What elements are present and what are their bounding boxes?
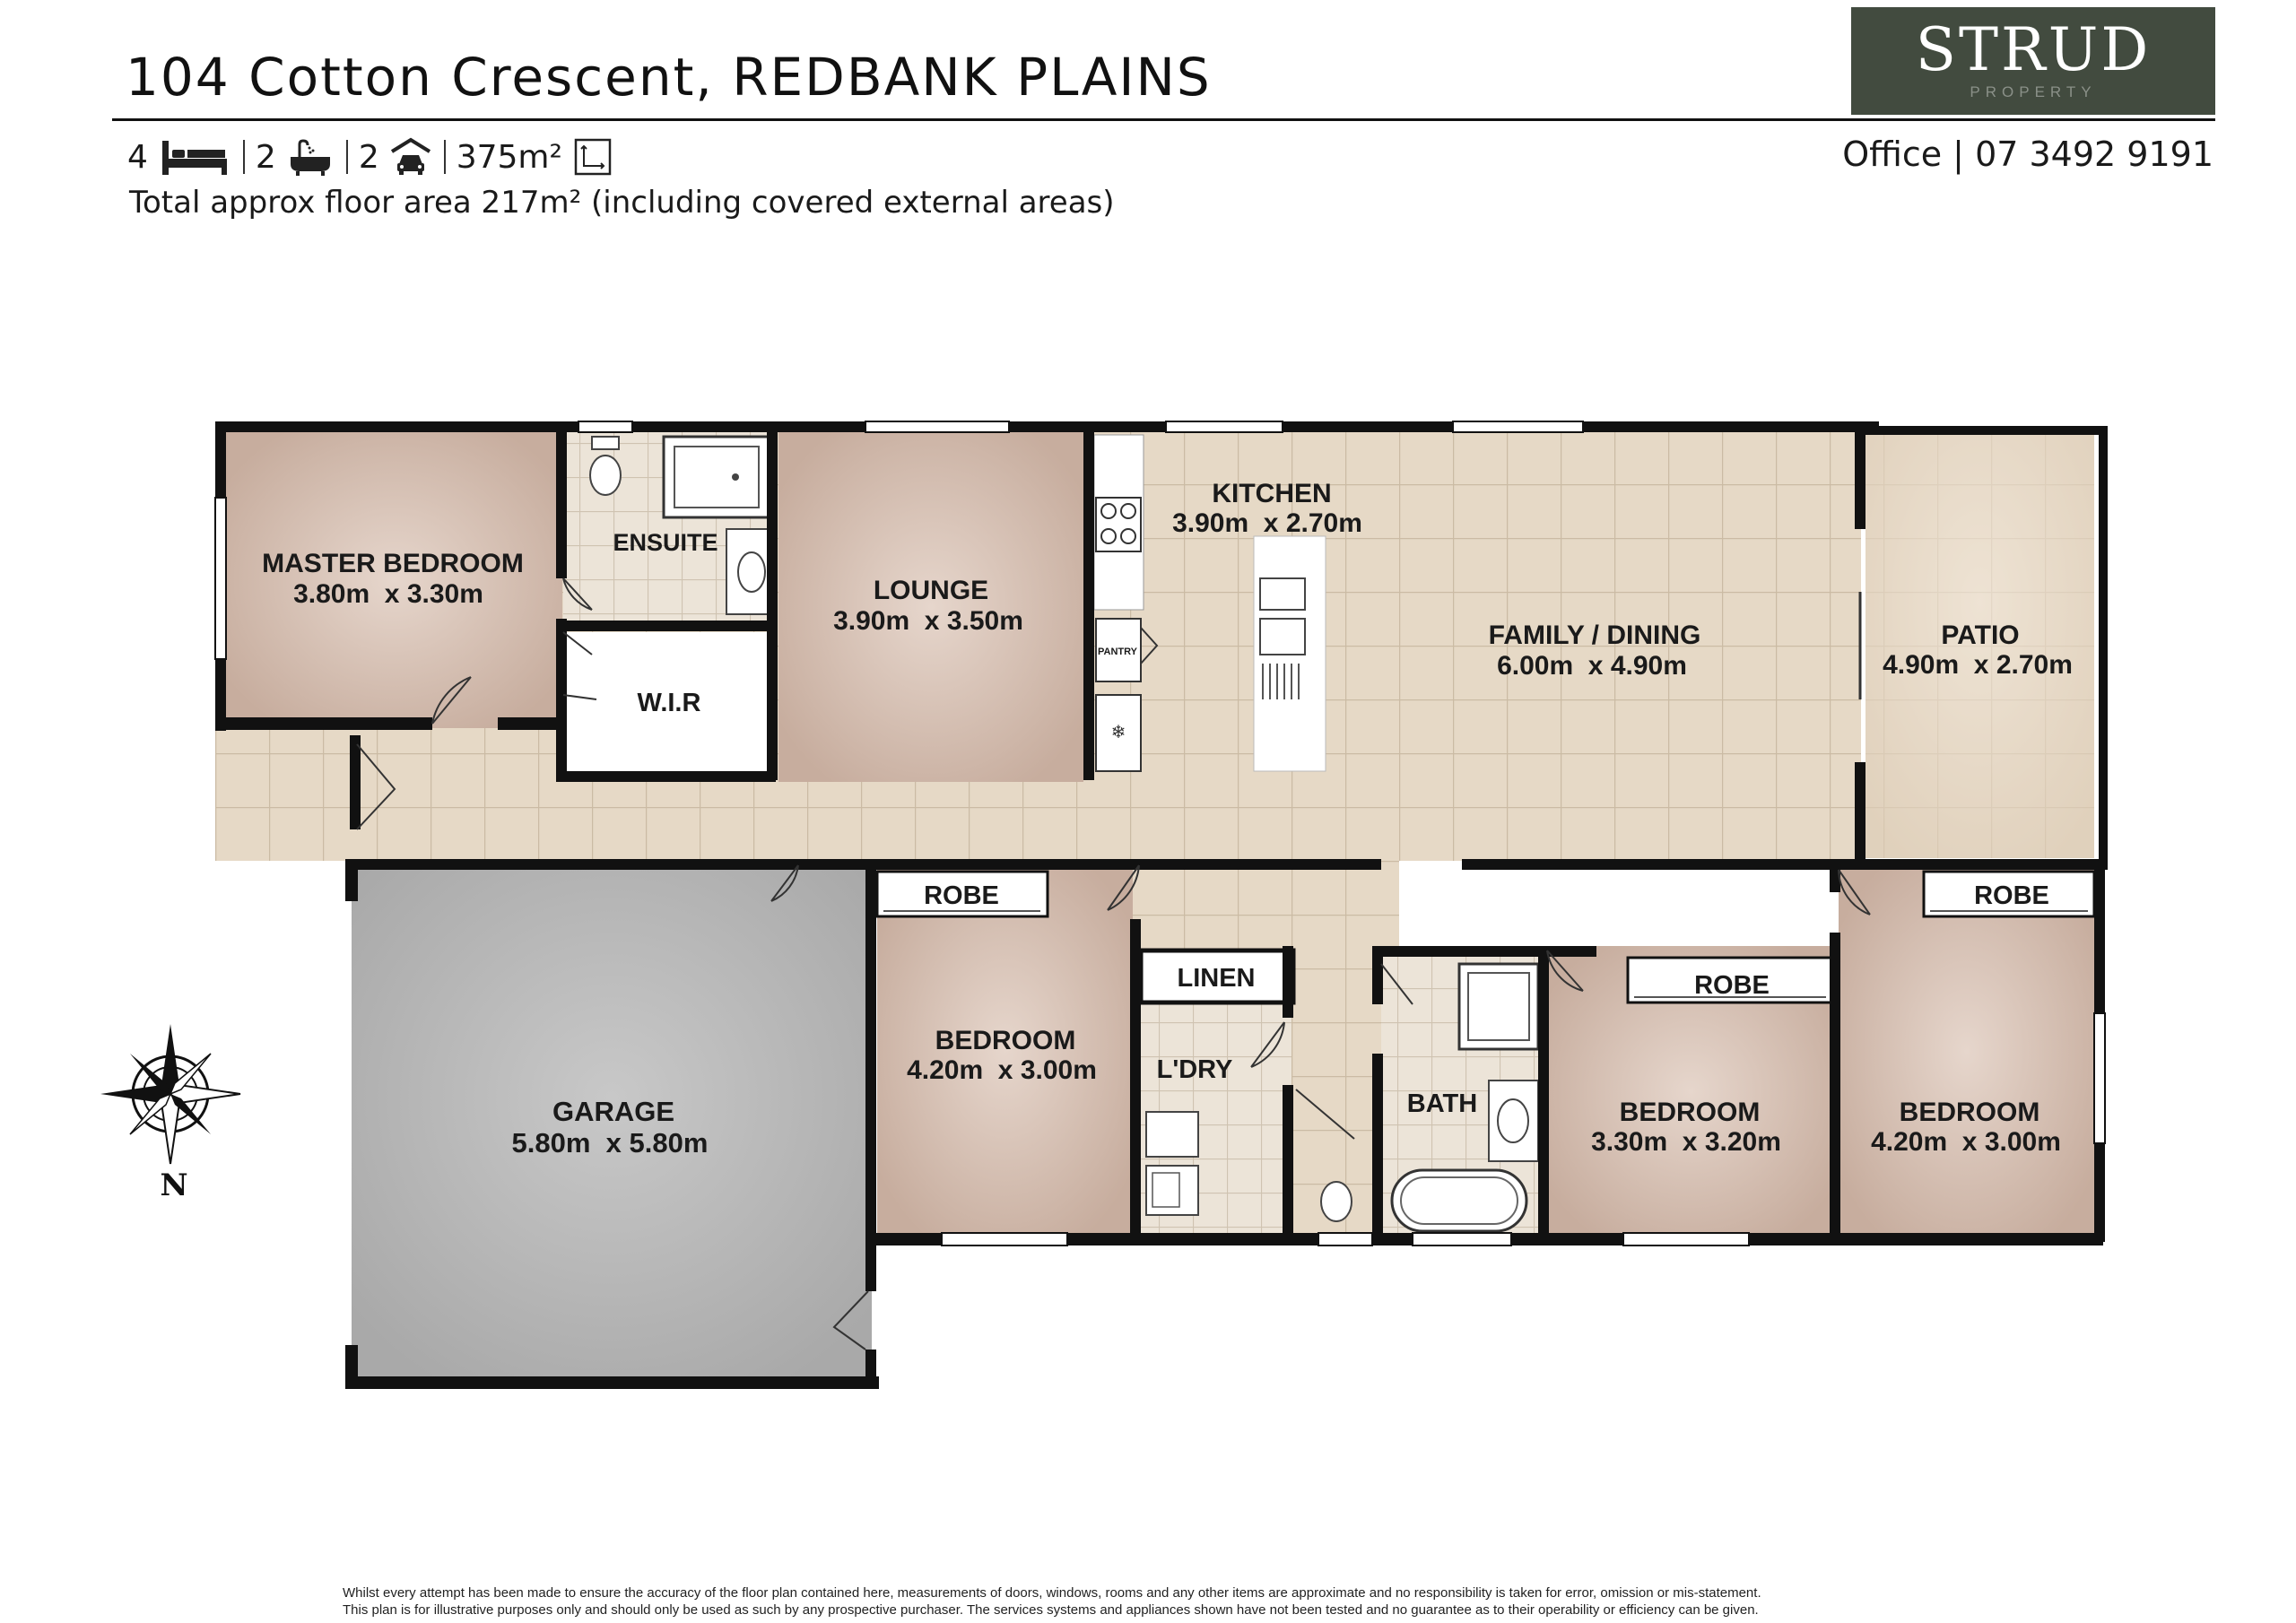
lounge-name: LOUNGE xyxy=(874,576,988,605)
patio-name: PATIO xyxy=(1941,621,2019,650)
disclaimer-line: Whilst every attempt has been made to en… xyxy=(343,1585,1761,1601)
master-bedroom-name: MASTER BEDROOM xyxy=(262,549,524,578)
brand-name: STRUD xyxy=(1915,15,2152,84)
garage-name: GARAGE xyxy=(552,1096,674,1127)
wir-floor xyxy=(565,632,767,776)
lounge-floor xyxy=(778,432,1083,782)
shower xyxy=(662,435,771,519)
bedroom2-robe: ROBE xyxy=(924,881,999,910)
car-icon xyxy=(390,137,430,175)
kitchen-sink xyxy=(1259,577,1306,611)
family-dining-name: FAMILY / DINING xyxy=(1489,621,1701,650)
floor-area: Total approx floor area 217m² (including… xyxy=(129,185,1115,221)
cars-count: 2 xyxy=(358,138,379,176)
master-bedroom-floor xyxy=(226,432,562,728)
ensuite-name: ENSUITE xyxy=(613,529,718,556)
page-title: 104 Cotton Crescent, REDBANK PLAINS xyxy=(126,47,1212,108)
laundry-tub xyxy=(1145,1111,1199,1158)
header-rule xyxy=(112,118,2215,121)
family-dining-size: 6.00m x 4.90m xyxy=(1497,651,1687,681)
cooktop xyxy=(1095,497,1142,552)
laundry-name: L'DRY xyxy=(1157,1055,1233,1084)
property-stats: 4 2 2 375m² xyxy=(127,135,613,179)
bath-shower xyxy=(1457,962,1540,1051)
disclaimer: Whilst every attempt has been made to en… xyxy=(343,1584,1761,1619)
master-bedroom-size: 3.80m x 3.30m xyxy=(293,579,483,609)
bedroom2-floor xyxy=(877,865,1133,1233)
compass-north-label: N xyxy=(160,1167,187,1203)
windows xyxy=(214,421,2106,1246)
bedroom3-robe: ROBE xyxy=(1694,971,1770,1000)
patio-size: 4.90m x 2.70m xyxy=(1883,650,2073,680)
patio-floor-tile-overlay xyxy=(1866,432,2094,858)
bedroom3-name: BEDROOM xyxy=(1620,1098,1761,1127)
vanity xyxy=(726,528,770,615)
bed-icon xyxy=(161,141,227,175)
wc-toilet xyxy=(1320,1181,1352,1222)
robe-bed3 xyxy=(1626,956,1834,1004)
bedroom4-name: BEDROOM xyxy=(1900,1098,2040,1127)
stat-divider xyxy=(443,140,446,174)
bath-icon xyxy=(290,139,330,176)
bath-name: BATH xyxy=(1407,1089,1477,1118)
stat-divider xyxy=(242,140,245,174)
pantry-cupboard xyxy=(1095,618,1142,682)
brand-logo: STRUD PROPERTY xyxy=(1851,7,2215,115)
lounge-size: 3.90m x 3.50m xyxy=(833,606,1023,636)
robe-bed2 xyxy=(875,870,1049,918)
walls xyxy=(215,421,2108,1389)
garage-floor xyxy=(352,868,872,1379)
bathtub xyxy=(1390,1168,1528,1233)
toilet-cistern xyxy=(591,436,620,450)
kitchen-sink xyxy=(1259,618,1306,655)
kitchen-name: KITCHEN xyxy=(1212,479,1331,508)
bedroom4-size: 4.20m x 3.00m xyxy=(1871,1127,2061,1157)
doors xyxy=(356,577,1871,1350)
compass-icon xyxy=(100,1024,241,1165)
drainer xyxy=(1262,664,1300,699)
wir-name: W.I.R xyxy=(638,689,701,717)
fridge-icon: ❄ xyxy=(1111,723,1126,742)
baths-count: 2 xyxy=(255,138,276,176)
kitchen-size: 3.90m x 2.70m xyxy=(1172,508,1362,538)
beds-count: 4 xyxy=(127,138,148,176)
office-phone: Office | 07 3492 9191 xyxy=(1842,135,2213,174)
bedroom2-size: 4.20m x 3.00m xyxy=(907,1055,1097,1085)
bedroom4-robe: ROBE xyxy=(1974,881,2049,910)
garage-size: 5.80m x 5.80m xyxy=(512,1127,709,1159)
fridge xyxy=(1095,694,1142,772)
bedroom2-name: BEDROOM xyxy=(935,1026,1076,1055)
land-icon xyxy=(574,138,612,176)
stat-divider xyxy=(345,140,348,174)
disclaimer-line: This plan is for illustrative purposes o… xyxy=(343,1602,1759,1618)
pantry-name: PANTRY xyxy=(1098,647,1138,657)
linen-name: LINEN xyxy=(1178,964,1256,993)
toilet xyxy=(589,455,622,496)
bath-vanity xyxy=(1488,1080,1539,1162)
land-size: 375m² xyxy=(456,138,562,176)
brand-sub: PROPERTY xyxy=(1970,83,2097,100)
bedroom3-size: 3.30m x 3.20m xyxy=(1591,1127,1781,1157)
bedroom4-floor xyxy=(1839,865,2094,1237)
